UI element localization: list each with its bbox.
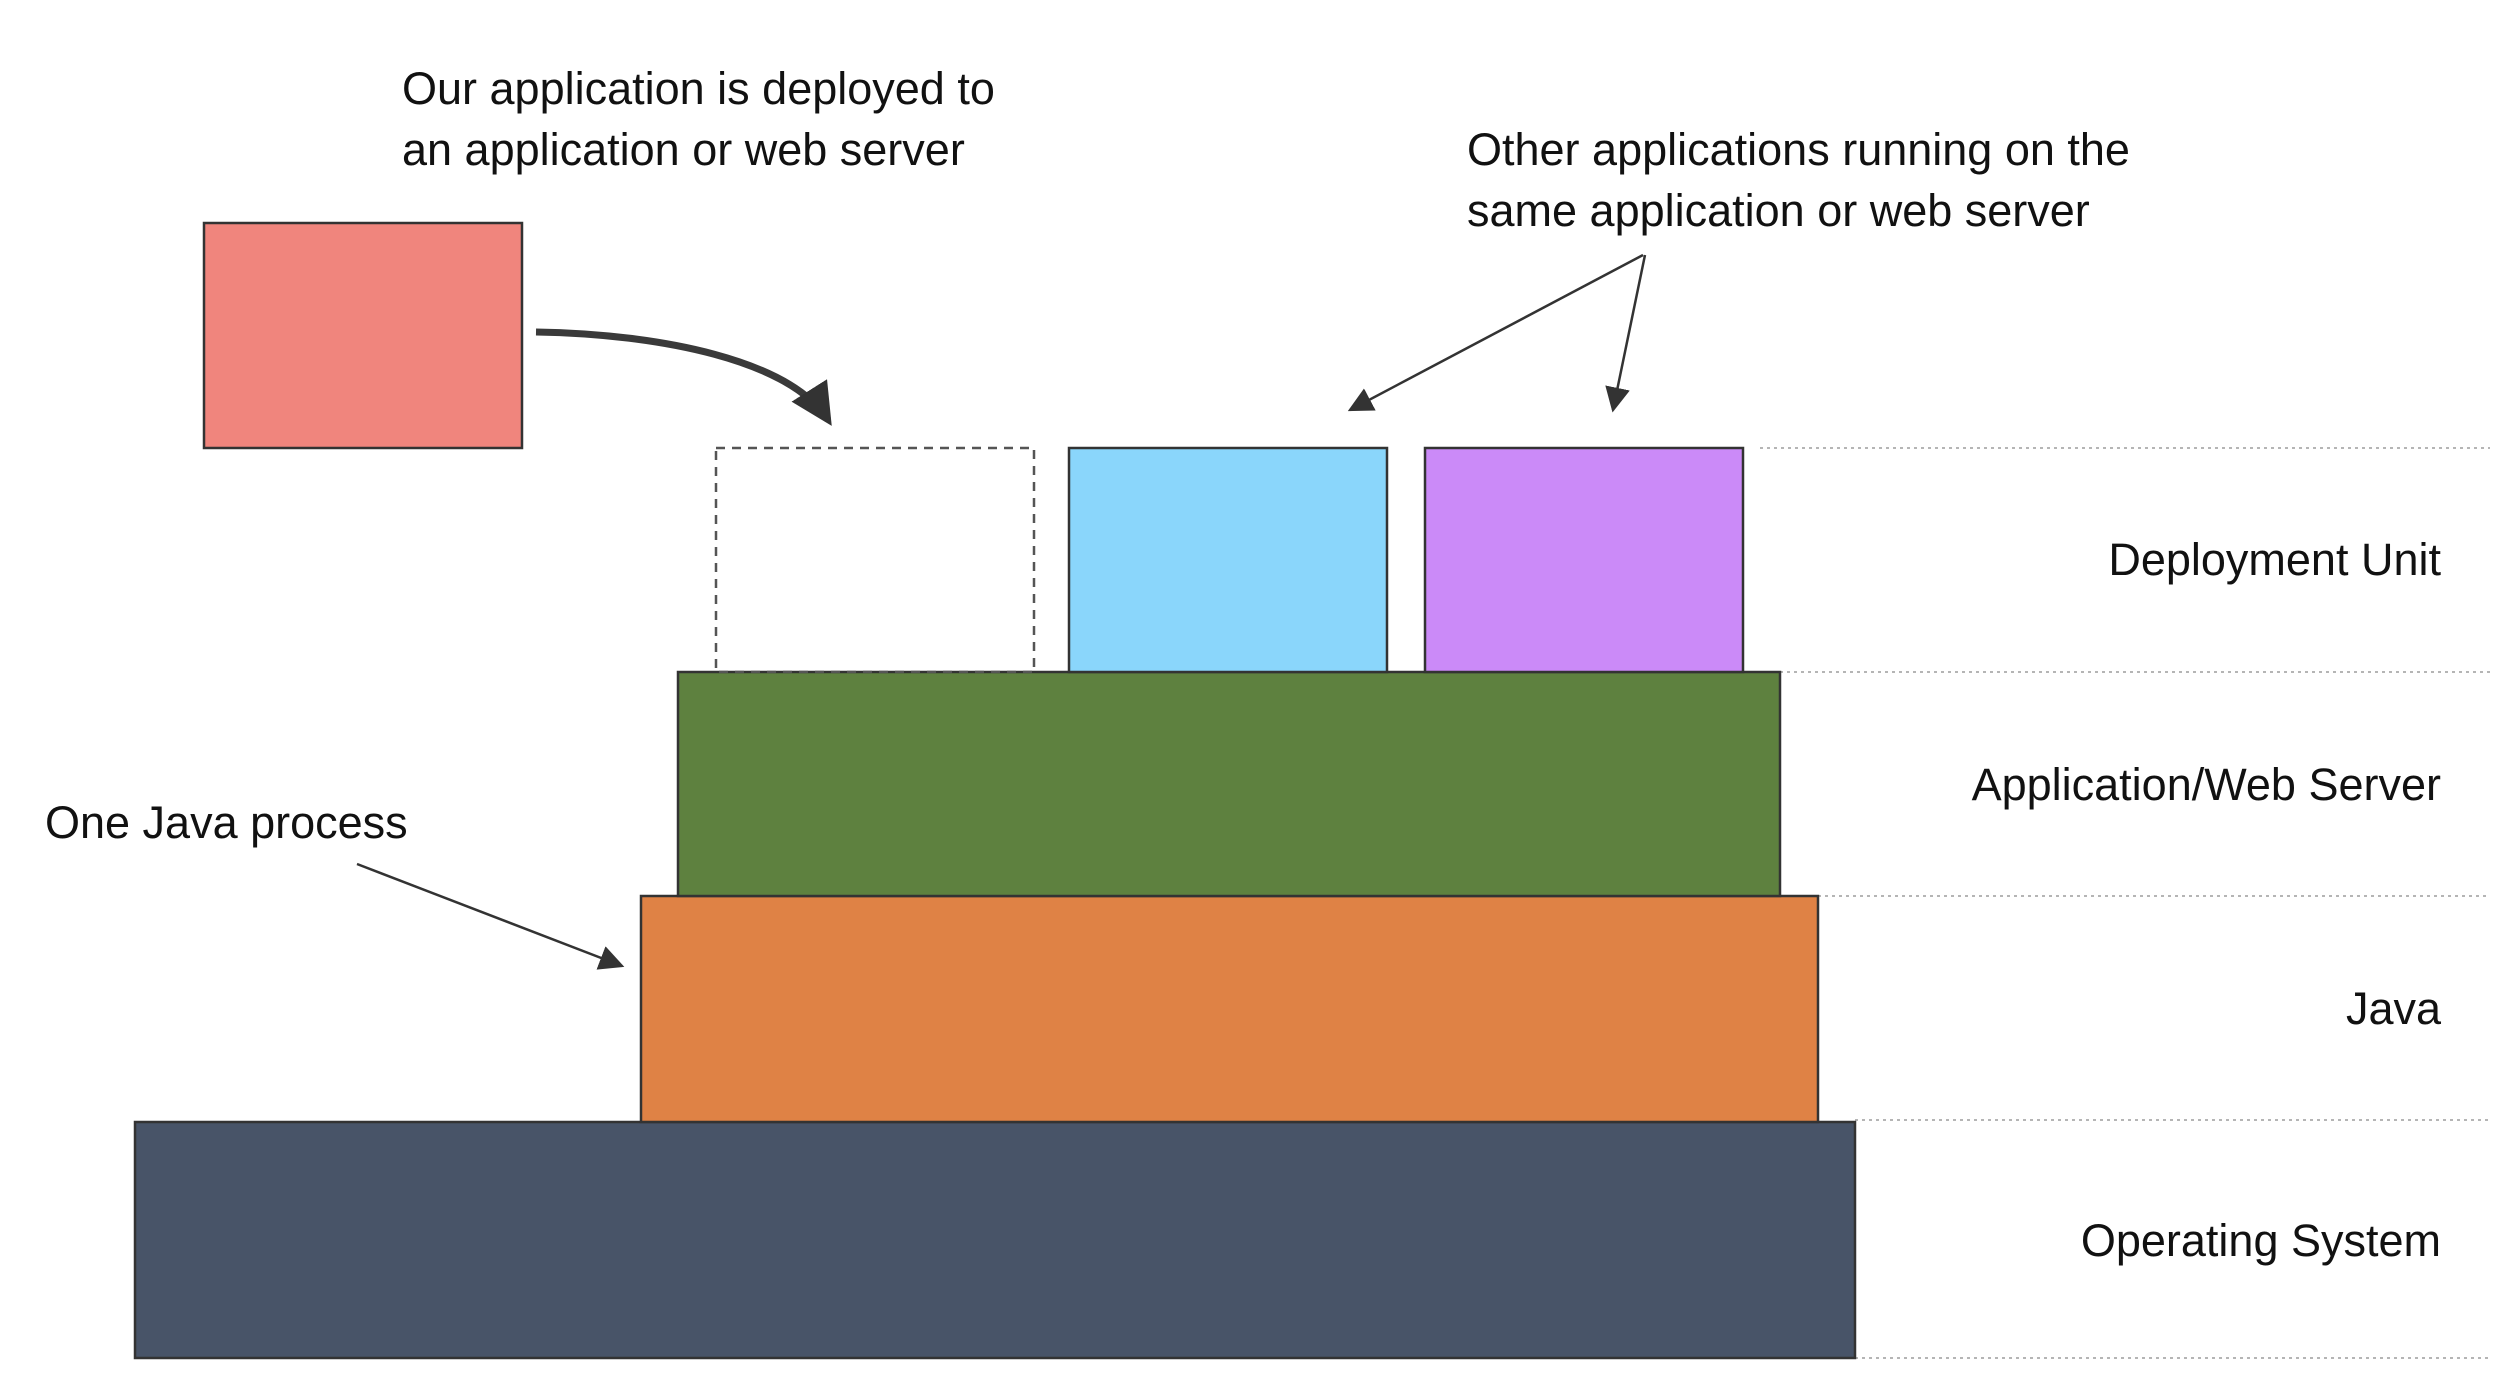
deploy-arrow	[535, 328, 832, 426]
others-annotation-line2: same application or web server	[1467, 185, 2090, 236]
deployed-annotation-line2: an application or web server	[402, 124, 965, 175]
others-pointer-2	[1605, 254, 1647, 413]
our-app-slot	[714, 446, 1036, 674]
others-pointer-1	[1347, 253, 1644, 412]
layer-label-java: Java	[2346, 983, 2442, 1034]
layer-label-deployment-unit: Deployment Unit	[2108, 534, 2441, 585]
deployed-annotation-line1: Our application is deployed to	[402, 63, 995, 114]
java-layer	[639, 894, 1820, 1124]
others-annotation-line1: Other applications running on the	[1467, 124, 2130, 175]
layer-label-app-server: Application/Web Server	[1972, 759, 2441, 810]
java-process-annotation: One Java process	[45, 797, 408, 848]
other-app-2-box	[1423, 446, 1745, 674]
app-server-layer	[676, 670, 1782, 898]
deployed-annotation: Our application is deployed to an applic…	[402, 63, 1007, 175]
operating-system-layer	[133, 1120, 1857, 1360]
layer-label-os: Operating System	[2081, 1215, 2441, 1266]
other-app-1-box	[1067, 446, 1389, 674]
java-process-pointer	[356, 862, 625, 970]
others-annotation: Other applications running on the same a…	[1467, 124, 2142, 236]
our-app-box	[202, 221, 524, 450]
